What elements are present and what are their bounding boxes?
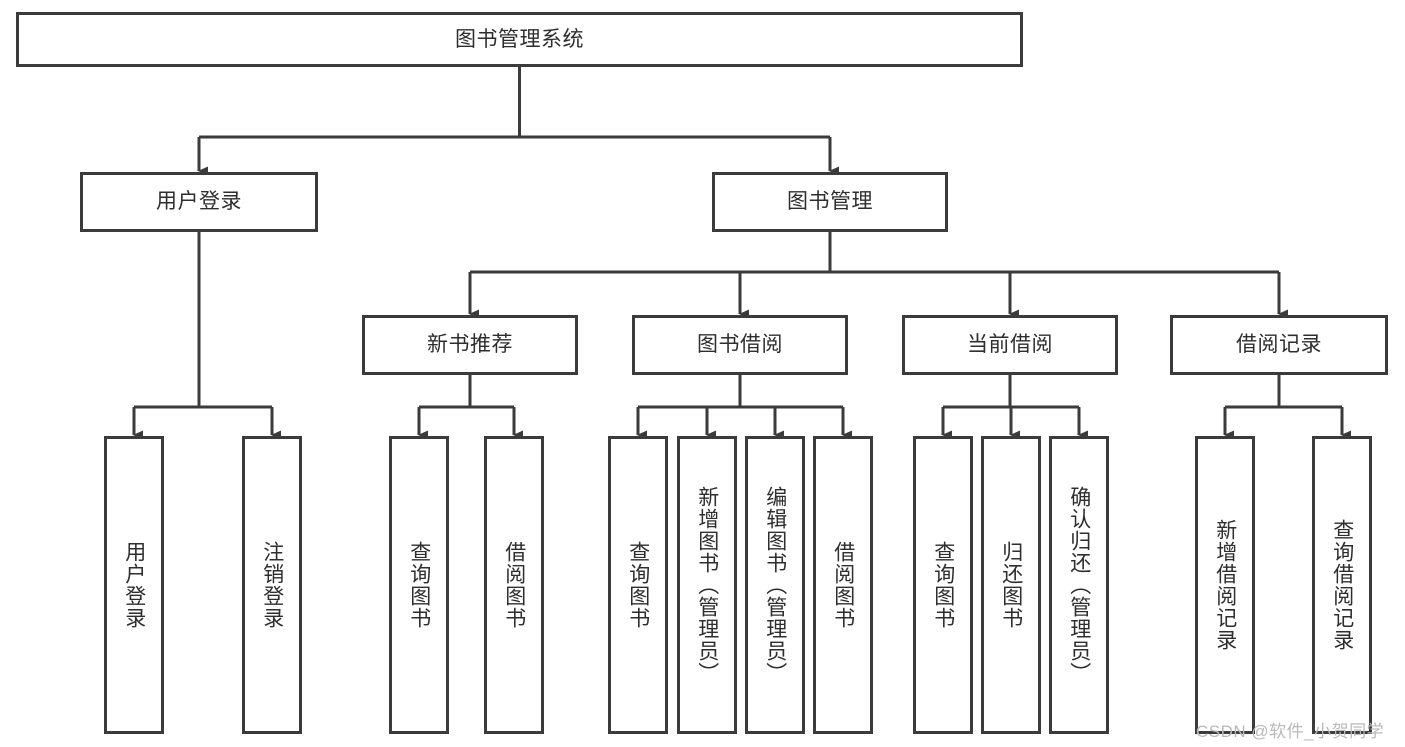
- node-label-leaf-cur-2: 归还图书: [999, 541, 1023, 629]
- node-box-leaf-new-1[interactable]: 查询图书: [389, 436, 449, 734]
- node-label-leaf-bor-4: 借阅图书: [831, 541, 855, 629]
- node-label-leaf-bor-3: 编辑图书（管理员）: [763, 486, 787, 684]
- node-box-leaf-login-1[interactable]: 用户登录: [104, 436, 164, 734]
- node-box-leaf-cur-2[interactable]: 归还图书: [981, 436, 1041, 734]
- node-box-leaf-rec-1[interactable]: 新增借阅记录: [1195, 436, 1255, 734]
- node-label-root: 图书管理系统: [455, 27, 584, 51]
- node-box-newbook[interactable]: 新书推荐: [362, 315, 578, 375]
- node-label-borrow: 图书借阅: [697, 333, 783, 357]
- node-label-leaf-rec-1: 新增借阅记录: [1213, 519, 1237, 651]
- connector-group: [132, 67, 1351, 440]
- node-box-login[interactable]: 用户登录: [80, 172, 318, 232]
- node-box-leaf-new-2[interactable]: 借阅图书: [484, 436, 544, 734]
- node-box-leaf-bor-3[interactable]: 编辑图书（管理员）: [745, 436, 805, 734]
- node-label-leaf-bor-1: 查询图书: [626, 541, 650, 629]
- node-box-leaf-rec-2[interactable]: 查询借阅记录: [1312, 436, 1372, 734]
- node-box-records[interactable]: 借阅记录: [1170, 315, 1388, 375]
- node-box-leaf-cur-1[interactable]: 查询图书: [913, 436, 973, 734]
- node-label-leaf-bor-2: 新增图书（管理员）: [695, 486, 719, 684]
- node-label-leaf-new-1: 查询图书: [407, 541, 431, 629]
- node-label-records: 借阅记录: [1236, 333, 1322, 357]
- node-label-current: 当前借阅: [967, 333, 1053, 357]
- node-label-leaf-cur-1: 查询图书: [931, 541, 955, 629]
- node-label-leaf-login-2: 注销登录: [260, 541, 284, 629]
- node-box-leaf-cur-3[interactable]: 确认归还（管理员）: [1049, 436, 1109, 734]
- node-label-bookmgmt: 图书管理: [787, 190, 873, 214]
- node-box-bookmgmt[interactable]: 图书管理: [712, 172, 948, 232]
- node-label-leaf-cur-3: 确认归还（管理员）: [1067, 486, 1091, 684]
- node-box-leaf-bor-2[interactable]: 新增图书（管理员）: [677, 436, 737, 734]
- node-box-root[interactable]: 图书管理系统: [16, 12, 1023, 67]
- node-box-leaf-login-2[interactable]: 注销登录: [242, 436, 302, 734]
- node-label-login: 用户登录: [156, 190, 242, 214]
- node-label-leaf-login-1: 用户登录: [122, 541, 146, 629]
- node-box-borrow[interactable]: 图书借阅: [632, 315, 848, 375]
- node-label-newbook: 新书推荐: [427, 333, 513, 357]
- node-box-current[interactable]: 当前借阅: [902, 315, 1118, 375]
- node-label-leaf-new-2: 借阅图书: [502, 541, 526, 629]
- node-label-leaf-rec-2: 查询借阅记录: [1330, 519, 1354, 651]
- node-box-leaf-bor-1[interactable]: 查询图书: [608, 436, 668, 734]
- node-box-leaf-bor-4[interactable]: 借阅图书: [813, 436, 873, 734]
